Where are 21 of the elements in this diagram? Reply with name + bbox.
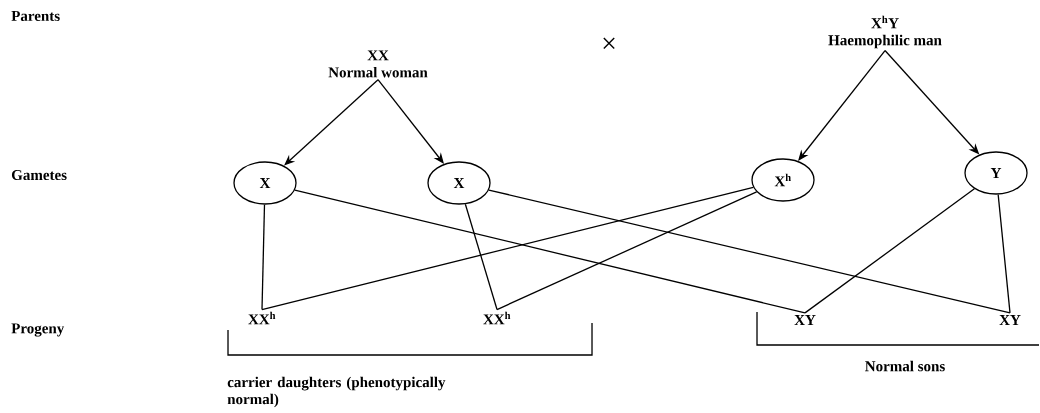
genotype-label: XX$^{h}$ xyxy=(483,311,511,325)
cross-line xyxy=(488,189,1011,314)
cross-line xyxy=(464,203,498,311)
cross-sign: × xyxy=(603,37,615,49)
parent-label: X$^{h}$Y Haemophilic man xyxy=(828,15,942,49)
genotype-label: XX$^{h}$ xyxy=(248,311,276,325)
cross-line xyxy=(261,204,266,311)
cross-line xyxy=(294,189,806,314)
row-label: Progeny xyxy=(11,323,65,337)
genotype-label: XY xyxy=(999,315,1021,325)
cross-line xyxy=(261,186,754,311)
arrow xyxy=(798,49,886,161)
parent-label: XX Normal woman xyxy=(328,50,428,78)
bracket-caption: carrier daughters (phenotypically normal) xyxy=(227,376,446,408)
cross-line xyxy=(496,191,758,311)
row-label: Gametes xyxy=(11,169,67,181)
bracket-caption: Normal sons xyxy=(865,360,945,372)
cross-line xyxy=(997,193,1011,314)
cross-line xyxy=(804,188,976,314)
genotype-label: XY xyxy=(794,315,816,325)
row-label: Parents xyxy=(11,11,60,21)
